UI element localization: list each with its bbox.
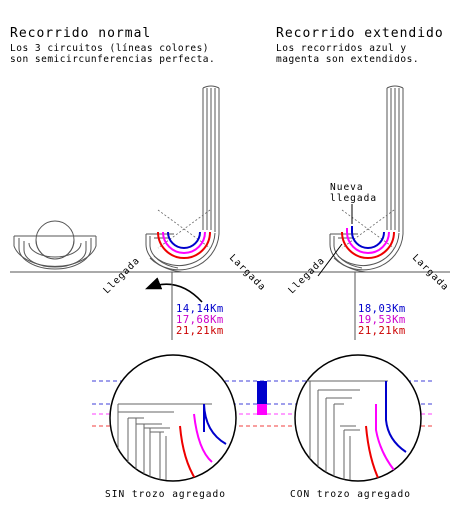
left-title: Recorrido normal bbox=[10, 26, 151, 41]
left-departure-label: Largada bbox=[227, 252, 268, 293]
right-title: Recorrido extendido bbox=[276, 26, 444, 41]
magenta-extension-bar bbox=[257, 404, 267, 415]
left-distance-blue: 14,14Km bbox=[176, 303, 224, 315]
new-arrival-label-line1: Nueva bbox=[330, 182, 364, 193]
right-arrival-label: Llegada bbox=[286, 255, 327, 296]
right-departure-label: Largada bbox=[410, 252, 451, 293]
right-track bbox=[329, 85, 404, 273]
blue-extension-bar bbox=[257, 381, 267, 404]
right-desc-line2: magenta son extendidos. bbox=[276, 54, 419, 65]
right-desc-line1: Los recorridos azul y bbox=[276, 43, 407, 54]
right-arrival-pointer bbox=[317, 243, 343, 277]
new-arrival-label-line2: llegada bbox=[330, 193, 377, 204]
right-distance-blue: 18,03Km bbox=[358, 303, 406, 315]
right-distance-red: 21,21km bbox=[358, 325, 406, 337]
left-desc-line2: son semicircunferencias perfecta. bbox=[10, 54, 215, 65]
left-arrival-label: Llegada bbox=[101, 255, 142, 296]
small-track-icon bbox=[13, 220, 97, 270]
right-zoom-caption: CON trozo agregado bbox=[290, 489, 411, 500]
left-desc-line1: Los 3 circuitos (líneas colores) bbox=[10, 43, 209, 54]
left-track bbox=[145, 85, 220, 273]
left-distance-red: 21,21km bbox=[176, 325, 224, 337]
right-distance-magenta: 19,53Km bbox=[358, 314, 406, 326]
left-zoom bbox=[109, 354, 237, 482]
right-zoom bbox=[294, 354, 422, 482]
left-distance-magenta: 17,68Km bbox=[176, 314, 224, 326]
left-zoom-caption: SIN trozo agregado bbox=[105, 489, 226, 500]
direction-arrow bbox=[145, 277, 203, 303]
